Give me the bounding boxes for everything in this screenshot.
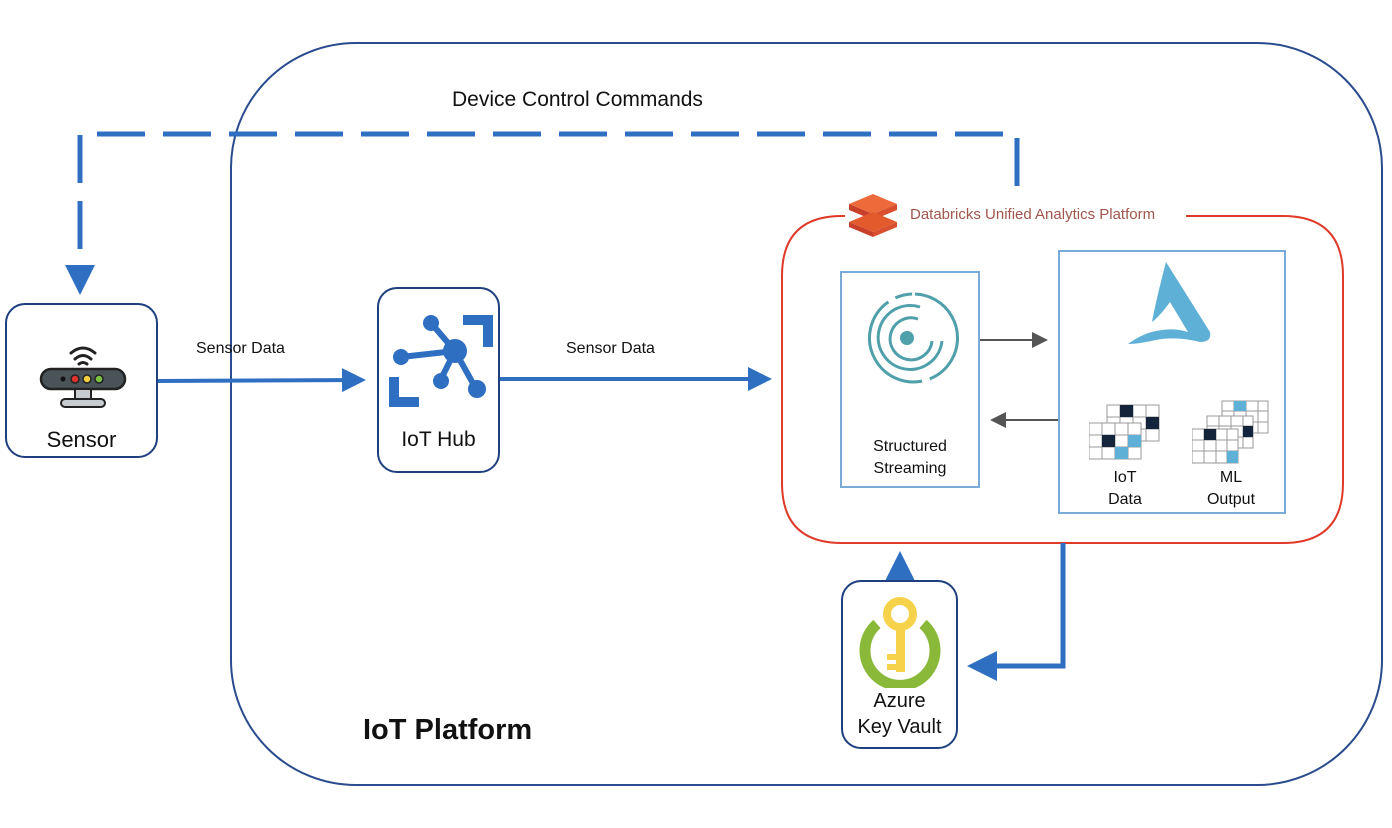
databricks-logo-icon <box>845 190 901 238</box>
ml-output-label: ML Output <box>1196 467 1266 511</box>
sensor-node[interactable]: Sensor <box>5 303 158 458</box>
structured-streaming-line2: Streaming <box>873 460 947 477</box>
iot-hub-node[interactable]: IoT Hub <box>377 287 500 473</box>
ml-output-line2: Output <box>1206 491 1256 508</box>
delta-lake-icon <box>1126 260 1218 350</box>
iot-data-table-icon <box>1088 403 1161 461</box>
databricks-to-keyvault-edge <box>967 543 1066 681</box>
structured-streaming-label: Structured Streaming <box>841 436 979 480</box>
key-vault-node[interactable]: Azure Key Vault <box>841 580 958 749</box>
device-control-edge <box>65 131 1020 295</box>
sensor-data-label-1: Sensor Data <box>196 340 285 357</box>
key-vault-label: Azure Key Vault <box>843 688 956 740</box>
device-control-label: Device Control Commands <box>452 88 703 111</box>
structured-streaming-line1: Structured <box>873 438 947 455</box>
ml-output-line1: ML <box>1219 469 1243 486</box>
sensor-data-label-2: Sensor Data <box>566 340 655 357</box>
sensor-label: Sensor <box>46 427 117 452</box>
structured-streaming-box[interactable] <box>840 271 980 488</box>
key-vault-line1: Azure <box>873 690 926 712</box>
iot-hub-label: IoT Hub <box>401 428 476 451</box>
iot-platform-container <box>230 42 1383 786</box>
iot-data-line2: Data <box>1108 491 1142 508</box>
key-vault-icon <box>857 596 943 691</box>
key-vault-line2: Key Vault <box>857 716 942 738</box>
iot-data-label: IoT Data <box>1094 467 1156 511</box>
iot-platform-title: IoT Platform <box>363 714 533 746</box>
streaming-rings-icon <box>860 287 960 387</box>
sensor-device-icon <box>37 337 129 417</box>
databricks-title: Databricks Unified Analytics Platform <box>910 206 1156 223</box>
sensor-to-hub-edge <box>156 368 366 393</box>
iot-hub-icon <box>389 307 493 407</box>
ml-output-table-icon <box>1191 399 1272 465</box>
iot-data-line1: IoT <box>1113 469 1137 486</box>
